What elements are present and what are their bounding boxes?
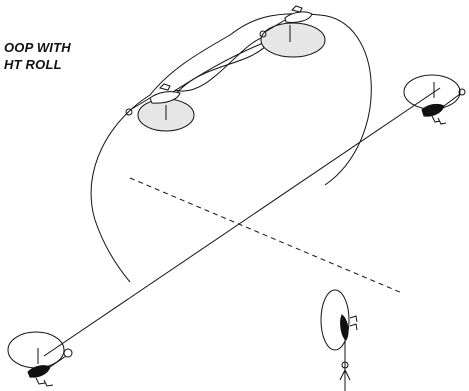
flight-path-line bbox=[43, 87, 441, 357]
helicopter-icon bbox=[339, 314, 358, 381]
caption-line-2: HT ROLL bbox=[4, 57, 62, 72]
helicopter-icon bbox=[125, 83, 181, 116]
rotor-disc-icon bbox=[137, 98, 195, 132]
rotor-disc-icon bbox=[403, 74, 461, 110]
caption-line-1: OOP WITH bbox=[4, 40, 71, 55]
rotor-disc-icon bbox=[320, 289, 350, 351]
helicopter-icon bbox=[259, 5, 313, 38]
roll-twist-path bbox=[164, 37, 276, 98]
loop-path bbox=[90, 13, 372, 283]
rotor-disc-icon bbox=[260, 22, 326, 58]
helicopter-icon bbox=[421, 88, 466, 125]
roll-twist-path-2 bbox=[169, 41, 271, 102]
reference-dashed-line bbox=[129, 177, 403, 294]
roll-twist-path-3 bbox=[174, 35, 269, 92]
helicopter-icon bbox=[27, 348, 73, 387]
